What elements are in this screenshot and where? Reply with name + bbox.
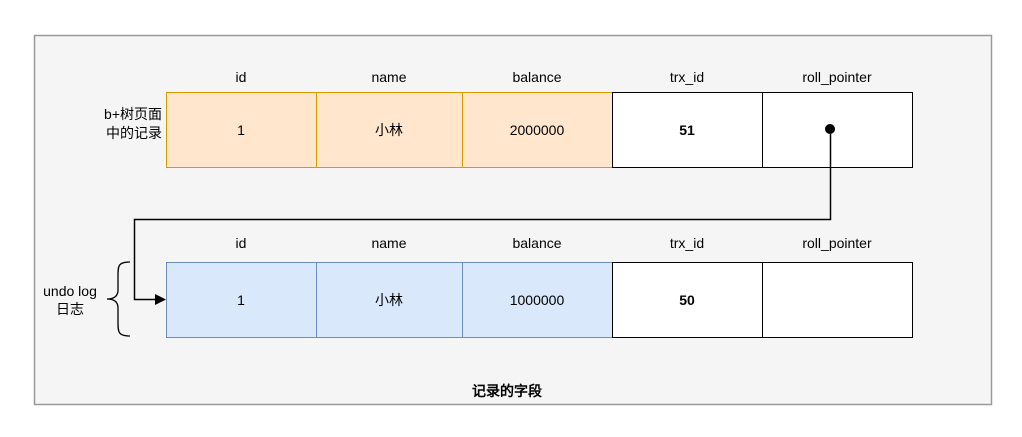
btree-label-line2: 中的记录 — [106, 125, 162, 141]
cell-trx-id — [612, 262, 763, 338]
header-name: name — [371, 69, 406, 85]
header-id: id — [236, 69, 247, 85]
value-trx-id: 51 — [679, 122, 695, 138]
value-balance: 2000000 — [510, 122, 565, 138]
value-name: 小林 — [375, 122, 403, 138]
diagram-caption: 记录的字段 — [472, 383, 542, 399]
header-trx-id: trx_id — [670, 69, 704, 85]
value-name: 小林 — [375, 292, 403, 308]
header-balance: balance — [512, 235, 561, 251]
cell-name — [316, 92, 463, 168]
arrowhead-icon — [155, 294, 166, 305]
cell-trx-id — [612, 92, 763, 168]
brace-icon — [106, 261, 131, 337]
top-headers: id name balance trx_id roll_pointer — [236, 69, 872, 85]
header-balance: balance — [512, 69, 561, 85]
header-id: id — [236, 235, 247, 251]
btree-record-row: 1 小林 2000000 51 — [166, 92, 913, 168]
header-trx-id: trx_id — [670, 235, 704, 251]
value-balance: 1000000 — [510, 292, 565, 308]
cell-roll-pointer — [762, 92, 913, 168]
roll-pointer-connector — [133, 129, 832, 301]
header-roll-pointer: roll_pointer — [802, 235, 872, 251]
header-roll-pointer: roll_pointer — [802, 69, 872, 85]
value-id: 1 — [237, 292, 245, 308]
cell-balance — [462, 92, 613, 168]
cell-roll-pointer — [762, 262, 913, 338]
bottom-headers: id name balance trx_id roll_pointer — [236, 235, 872, 251]
value-id: 1 — [237, 122, 245, 138]
undo-record-row: 1 小林 1000000 50 — [166, 262, 913, 338]
cell-balance — [462, 262, 613, 338]
cell-id — [166, 262, 317, 338]
btree-label-line1: b+树页面 — [104, 106, 162, 122]
cell-id — [166, 92, 317, 168]
undo-label-line2: 日志 — [56, 301, 84, 317]
value-trx-id: 50 — [679, 292, 695, 308]
cell-name — [316, 262, 463, 338]
header-name: name — [371, 235, 406, 251]
undo-label-line1: undo log — [43, 283, 97, 299]
